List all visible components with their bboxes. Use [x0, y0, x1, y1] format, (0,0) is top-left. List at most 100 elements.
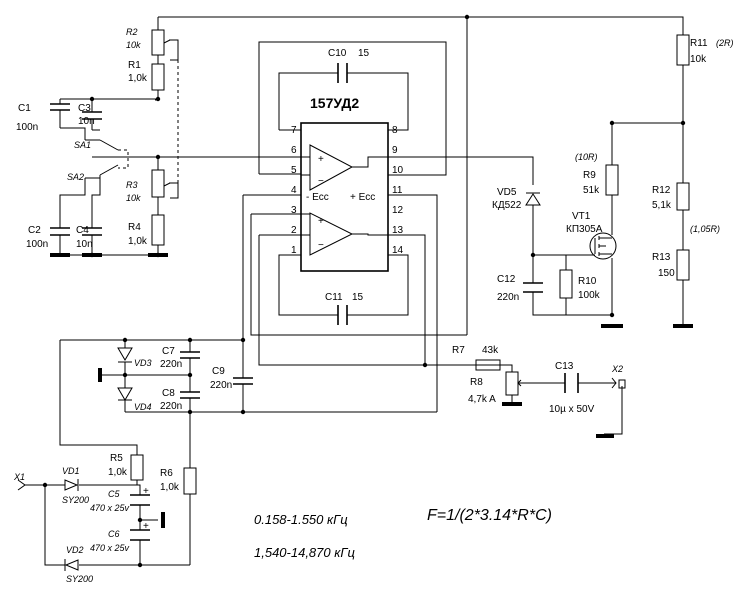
r5-ref: R5: [110, 453, 123, 464]
r1-body: [151, 63, 165, 91]
r8-value: 4,7k A: [468, 394, 496, 405]
component-labels: R2 10k R1 1,0k C1 100n C3 10n SA1 SA2 R3…: [13, 27, 734, 584]
r9-value: 51k: [583, 185, 600, 196]
r8-ref: R8: [470, 377, 483, 388]
opamp-chip: 157УД2 + − + − - Ecc + Ecc 7 8 6 9 5 10 …: [291, 95, 404, 272]
pin-13: 13: [392, 225, 404, 236]
frequency-formula: F=1/(2*3.14*R*C): [427, 507, 552, 524]
r12-ref: R12: [652, 185, 671, 196]
pin-2: 2: [291, 225, 297, 236]
pin-10: 10: [392, 165, 404, 176]
r11-body: [676, 34, 690, 66]
x1-ref: X1: [13, 472, 25, 482]
vd3-symbol: [117, 347, 133, 363]
r1-ref: R1: [128, 60, 141, 71]
r11-note: (2R): [716, 38, 734, 48]
r11-ref: R11: [690, 38, 708, 49]
c10-ref: C10: [328, 48, 347, 59]
vd1-symbol: [64, 479, 79, 491]
pin-12: 12: [392, 205, 404, 216]
vd1-ref: VD1: [62, 466, 80, 476]
pin-1: 1: [291, 245, 297, 256]
pin-11: 11: [392, 185, 403, 196]
r6-ref: R6: [160, 468, 173, 479]
c6-value: 470 x 25v: [90, 543, 130, 553]
vd2-symbol: [64, 559, 79, 571]
neg-supply-label: - Ecc: [306, 192, 329, 203]
c1-value: 100n: [16, 122, 38, 133]
r2-ref: R2: [126, 27, 138, 37]
switches: [85, 139, 101, 184]
r13-value: 150: [658, 268, 675, 279]
pin-9: 9: [392, 145, 398, 156]
vt1-value: КП305А: [566, 224, 603, 235]
connectors: [17, 377, 626, 491]
c8-value: 220n: [160, 401, 182, 412]
opamp1-plus: +: [318, 154, 324, 165]
c10-value: 15: [358, 48, 370, 59]
range-2-note: 1,540-14,870 кГц: [254, 545, 355, 560]
vd2-value: SY200: [66, 574, 93, 584]
c7-ref: C7: [162, 346, 175, 357]
vt1-ref: VT1: [572, 211, 591, 222]
r5-body: [130, 454, 144, 481]
c10-plates: [337, 63, 348, 83]
capacitors: + +: [50, 63, 579, 541]
r3-value: 10k: [126, 193, 141, 203]
c2-plates: [50, 227, 70, 236]
r12-body: [676, 182, 690, 211]
c11-ref: C11: [325, 292, 343, 303]
vd2-ref: VD2: [66, 545, 84, 555]
c13-ref: C13: [555, 361, 574, 372]
r9-ref: R9: [583, 170, 596, 181]
r3-ref: R3: [126, 180, 138, 190]
c9-ref: C9: [212, 366, 225, 377]
svg-text:+: +: [143, 521, 149, 532]
r9-note: (10R): [575, 152, 598, 162]
c12-plates: [523, 282, 543, 293]
c3-plates: [82, 111, 102, 120]
wiring: [25, 16, 684, 566]
x1-connector: [17, 479, 26, 491]
opamp2-minus: −: [318, 240, 324, 251]
c4-ref: C4: [76, 225, 89, 236]
sa1-ref: SA1: [74, 140, 91, 150]
svg-text:+: +: [143, 486, 149, 497]
c11-plates: [337, 305, 348, 325]
c11-value: 15: [352, 292, 364, 303]
c9-value: 220n: [210, 380, 232, 391]
r2-value: 10k: [126, 40, 141, 50]
r2-body: [151, 29, 165, 56]
c5-value: 470 x 25v: [90, 503, 130, 513]
opamp2-plus: +: [318, 216, 324, 227]
r7-body: [475, 359, 501, 371]
vd5-ref: VD5: [497, 187, 517, 198]
pin-14: 14: [392, 245, 404, 256]
vd3-ref: VD3: [134, 358, 152, 368]
c3-ref: C3: [78, 103, 91, 114]
pin-3: 3: [291, 205, 297, 216]
opamp1-minus: −: [318, 176, 324, 187]
junction-dots: [42, 14, 686, 568]
r4-body: [151, 214, 165, 246]
c13-plates: [564, 373, 579, 393]
c8-plates: [180, 391, 200, 399]
r10-ref: R10: [578, 276, 597, 287]
pin-8: 8: [392, 125, 398, 136]
resistors: [130, 29, 690, 495]
notes: 0.158-1.550 кГц 1,540-14,870 кГц F=1/(2*…: [254, 507, 552, 560]
c2-ref: C2: [28, 225, 41, 236]
r11-value: 10k: [690, 54, 707, 65]
r13-body: [676, 249, 690, 281]
vd5-value: КД522: [492, 200, 522, 211]
c4-plates: [82, 227, 102, 236]
c6-plates: [130, 529, 150, 541]
c9-plates: [233, 377, 253, 385]
pin-7: 7: [291, 125, 297, 136]
r12-note: (1,05R): [690, 224, 720, 234]
c3-value: 10n: [78, 116, 95, 127]
c7-plates: [180, 351, 200, 359]
r6-value: 1,0k: [160, 482, 180, 493]
vd4-ref: VD4: [134, 402, 152, 412]
